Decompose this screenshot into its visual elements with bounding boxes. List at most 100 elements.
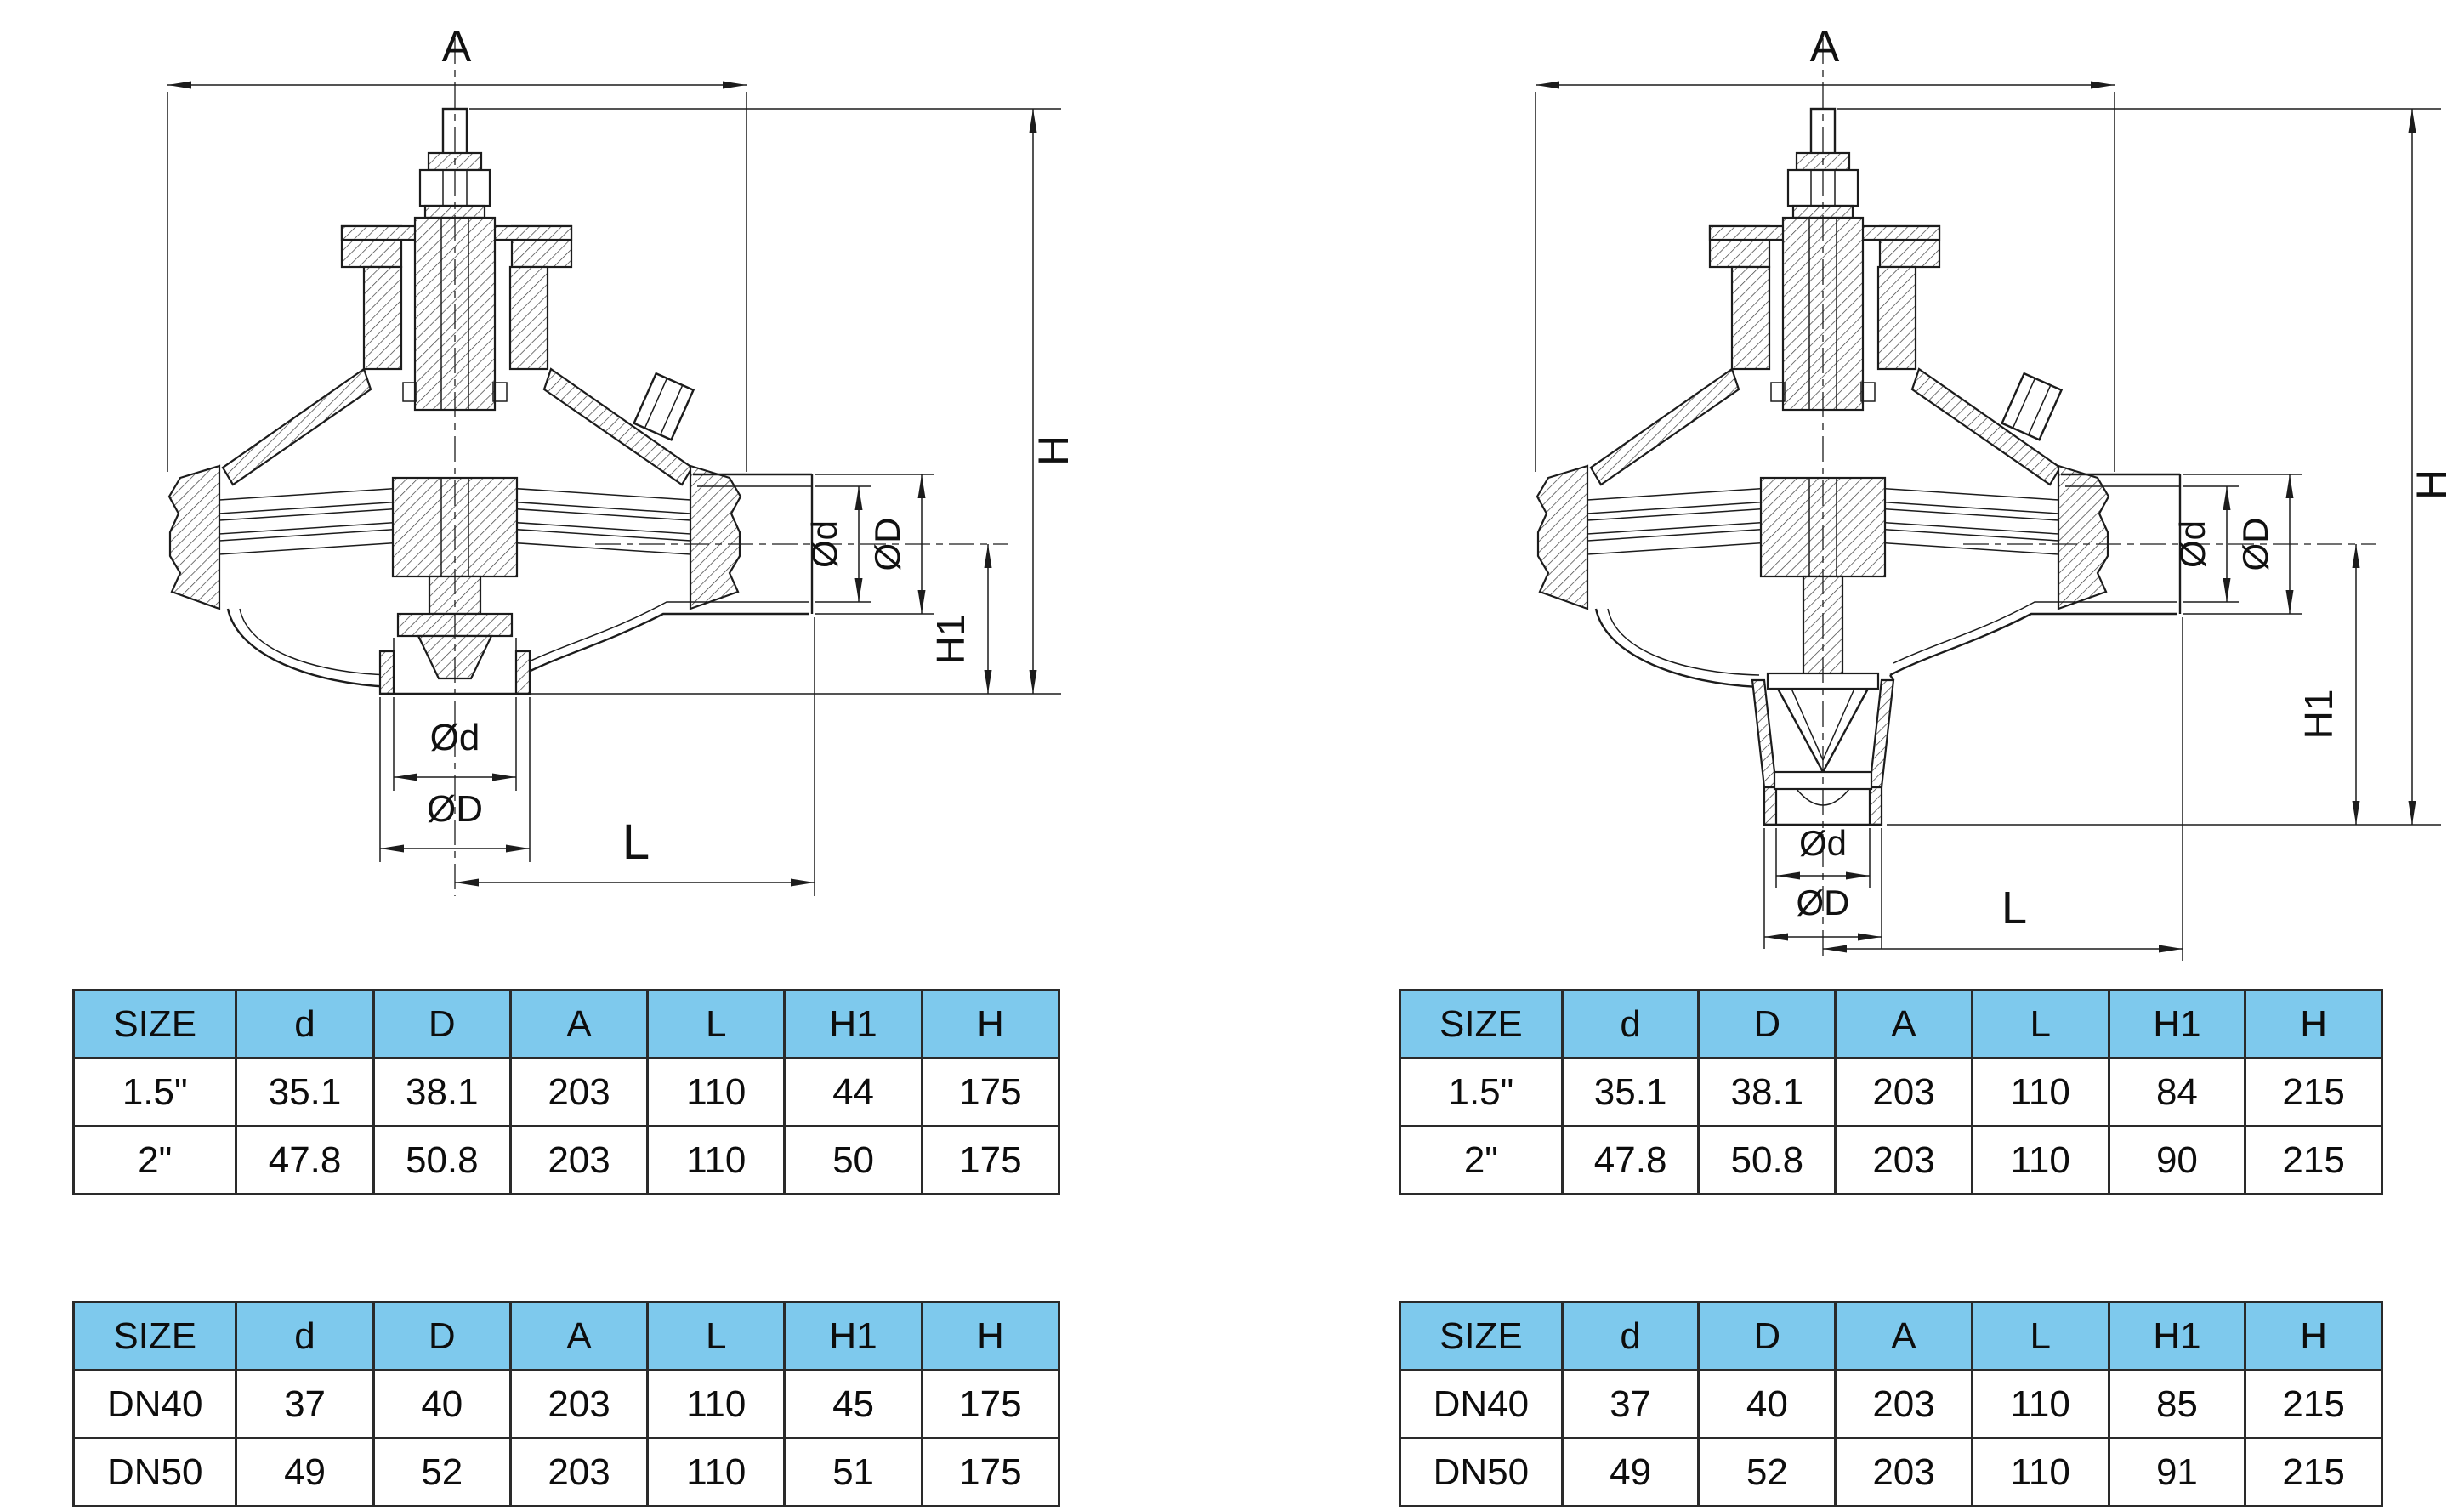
dome-body — [1594, 601, 2177, 689]
table-cell: 49 — [1560, 1437, 1700, 1507]
dim-label-side-D: ØD — [2235, 518, 2275, 571]
header-cell: H1 — [783, 1301, 923, 1371]
seal-ring-right — [1860, 382, 1876, 402]
header-cell: L — [646, 1301, 786, 1371]
table-cell: 110 — [646, 1057, 786, 1127]
table-cell: 40 — [372, 1369, 512, 1439]
header-cell: H — [2244, 1301, 2383, 1371]
header-cell: D — [1697, 1301, 1837, 1371]
right-column: A H H1 — [1232, 0, 2464, 1510]
table-cell: 50.8 — [372, 1125, 512, 1195]
table-cell: DN40 — [71, 1369, 238, 1439]
vent-fitting — [633, 372, 695, 441]
centerlines — [454, 38, 1008, 896]
table-cell: 203 — [1834, 1437, 1973, 1507]
spec-table-left-inch: SIZE d D A L H1 H 1.5" 35.1 38.1 203 110… — [71, 989, 1061, 1195]
header-cell: H1 — [2107, 1301, 2247, 1371]
dimension-bottom-D: ØD — [1763, 828, 1882, 949]
table-cell: 50.8 — [1697, 1125, 1837, 1195]
table-cell: 110 — [646, 1369, 786, 1439]
bonnet — [1708, 216, 1941, 412]
valve-body — [1536, 107, 2182, 826]
dimension-bottom-d: Ød — [1775, 823, 1871, 888]
spring-housing-cone — [1589, 367, 2062, 486]
header-cell: D — [1697, 989, 1837, 1059]
table-cell: DN50 — [71, 1437, 238, 1507]
seal-ring-right — [492, 382, 508, 402]
valve-drawing-left-svg: A H H1 Ød — [167, 22, 1077, 896]
table-cell: DN50 — [1399, 1437, 1564, 1507]
table-cell: 175 — [920, 1369, 1061, 1439]
valve-drawing-left: A H H1 Ød — [0, 9, 1232, 978]
table-cell: 215 — [2244, 1125, 2383, 1195]
table-cell: 35.1 — [1560, 1057, 1700, 1127]
table-cell: 47.8 — [235, 1125, 375, 1195]
table-cell: 49 — [235, 1437, 375, 1507]
header-cell: L — [646, 989, 786, 1059]
table-row: DN50 49 52 203 110 51 175 — [71, 1437, 1061, 1507]
side-port — [693, 473, 814, 614]
table-cell: 110 — [646, 1125, 786, 1195]
header-cell: A — [1834, 1301, 1973, 1371]
table-cell: 175 — [920, 1057, 1061, 1127]
spec-table-right-inch: SIZE d D A L H1 H 1.5" 35.1 38.1 203 110… — [1399, 989, 2383, 1195]
table-cell: 35.1 — [235, 1057, 375, 1127]
table-row: 1.5" 35.1 38.1 203 110 84 215 — [1399, 1057, 2383, 1127]
header-cell: d — [1560, 1301, 1700, 1371]
dim-label-a: A — [1810, 22, 1840, 71]
header-cell: L — [1970, 1301, 2110, 1371]
clamp-end-right — [2057, 464, 2110, 610]
table-cell: 91 — [2107, 1437, 2247, 1507]
valve-drawing-right: A H H1 — [1232, 9, 2464, 978]
table-cell: 85 — [2107, 1369, 2247, 1439]
vent-fitting — [2001, 372, 2064, 441]
table-cell: 110 — [1970, 1437, 2110, 1507]
table-cell: 37 — [1560, 1369, 1700, 1439]
table-cell: 110 — [1970, 1057, 2110, 1127]
table-cell: 175 — [920, 1437, 1061, 1507]
header-cell: H1 — [783, 989, 923, 1059]
clamp-end-left — [167, 464, 221, 610]
spec-table-left-dn: SIZE d D A L H1 H DN40 37 40 203 110 45 … — [71, 1301, 1061, 1507]
header-cell: H — [920, 989, 1061, 1059]
dimension-h1: H1 — [928, 544, 992, 694]
dim-label-h: H — [2408, 469, 2455, 500]
dim-label-bottom-D: ØD — [427, 788, 483, 830]
table-cell: 203 — [1834, 1057, 1973, 1127]
table-header-row: SIZE d D A L H1 H — [1399, 1301, 2383, 1371]
header-cell: H1 — [2107, 989, 2247, 1059]
spring-housing-cone — [221, 367, 694, 486]
valve-drawing-right-svg: A H H1 — [1535, 22, 2455, 961]
dim-label-side-D: ØD — [867, 518, 907, 571]
table-cell: 215 — [2244, 1057, 2383, 1127]
table-cell: 203 — [1834, 1369, 1973, 1439]
header-cell: SIZE — [71, 989, 238, 1059]
dimension-l: L — [455, 617, 815, 896]
dim-label-bottom-D: ØD — [1797, 883, 1850, 922]
table-header-row: SIZE d D A L H1 H — [1399, 989, 2383, 1059]
dimension-h: H — [1837, 108, 2455, 826]
table-cell: 38.1 — [372, 1057, 512, 1127]
valve-body — [167, 107, 814, 695]
header-cell: H — [2244, 989, 2383, 1059]
dim-label-side-d: Ød — [2172, 520, 2212, 568]
seal-ring-left — [1770, 382, 1786, 402]
table-cell: 38.1 — [1697, 1057, 1837, 1127]
clamp-end-left — [1536, 464, 1589, 610]
dim-label-h: H — [1030, 435, 1077, 466]
dimension-side-d: Ød — [2172, 485, 2239, 603]
table-cell: 44 — [783, 1057, 923, 1127]
header-cell: H — [920, 1301, 1061, 1371]
table-cell: 110 — [1970, 1125, 2110, 1195]
header-cell: d — [1560, 989, 1700, 1059]
table-cell: 203 — [508, 1369, 650, 1439]
dimension-l: L — [1823, 617, 2183, 961]
table-row: DN50 49 52 203 110 91 215 — [1399, 1437, 2383, 1507]
table-cell: 52 — [1697, 1437, 1837, 1507]
table-row: 2" 47.8 50.8 203 110 90 215 — [1399, 1125, 2383, 1195]
dim-label-l: L — [2001, 883, 2027, 934]
header-cell: D — [372, 989, 512, 1059]
header-cell: d — [235, 1301, 375, 1371]
bonnet — [340, 216, 573, 412]
dimension-a: A — [1535, 22, 2115, 472]
